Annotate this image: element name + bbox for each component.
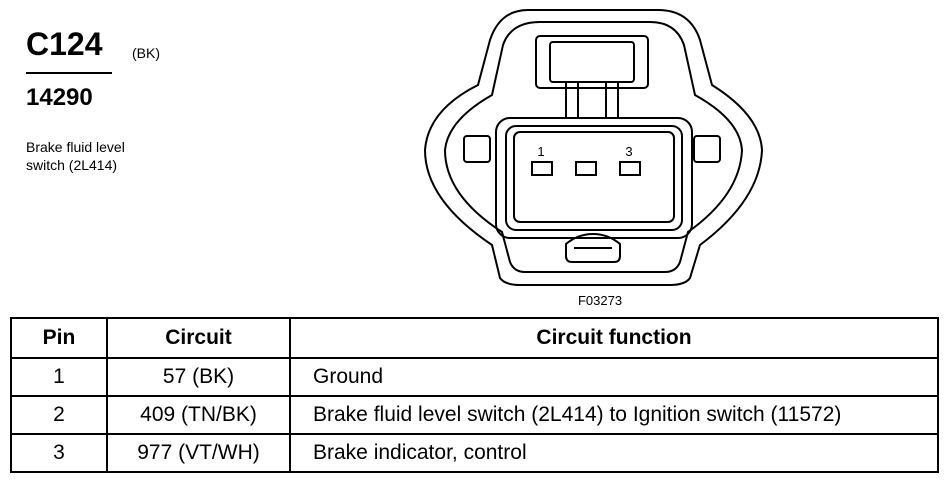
- pin-label-right: 3: [625, 144, 632, 159]
- mating-face-outer: [495, 117, 693, 239]
- table-row: 2 409 (TN/BK) Brake fluid level switch (…: [10, 395, 939, 435]
- header-circuit: Circuit: [106, 317, 291, 359]
- terminal-cavity-1: [531, 161, 553, 176]
- description-line-1: Brake fluid level: [26, 139, 125, 155]
- pin-label-left: 1: [537, 144, 544, 159]
- description-line-2: switch (2L414): [26, 157, 118, 173]
- locking-latch-tab: [549, 41, 635, 83]
- housing-outer: [423, 9, 764, 286]
- circuit-cell: 409 (TN/BK): [106, 395, 291, 435]
- connector-face-diagram: 1 3: [423, 9, 764, 286]
- table-row: 1 57 (BK) Ground: [10, 357, 939, 397]
- connector-color: (BK): [132, 45, 160, 61]
- housing-inner-shroud: [443, 21, 744, 273]
- side-rib-right: [693, 135, 721, 163]
- terminal-cavity-3: [619, 161, 641, 176]
- figure-id: F03273: [577, 293, 623, 308]
- connector-description: Brake fluid level switch (2L414): [26, 138, 206, 174]
- header-circuit-function: Circuit function: [289, 317, 939, 359]
- circuit-cell: 57 (BK): [106, 357, 291, 397]
- side-rib-left: [463, 135, 491, 163]
- circuit-function-cell: Brake indicator, control: [289, 433, 939, 473]
- header-rule: [26, 72, 112, 74]
- table-row: 3 977 (VT/WH) Brake indicator, control: [10, 433, 939, 473]
- locking-latch-frame: [535, 35, 649, 89]
- pin-table: Pin Circuit Circuit function 1 57 (BK) G…: [10, 317, 939, 473]
- circuit-function-cell: Ground: [289, 357, 939, 397]
- pin-cell: 3: [10, 433, 108, 473]
- table-header-row: Pin Circuit Circuit function: [10, 317, 939, 359]
- mating-face-inner: [513, 131, 675, 223]
- circuit-cell: 977 (VT/WH): [106, 433, 291, 473]
- pin-cell: 2: [10, 395, 108, 435]
- header-pin: Pin: [10, 317, 108, 359]
- pin-cell: 1: [10, 357, 108, 397]
- polarizing-key: [565, 232, 621, 263]
- terminal-cavity-2: [575, 161, 597, 176]
- circuit-function-cell: Brake fluid level switch (2L414) to Igni…: [289, 395, 939, 435]
- mating-face-middle: [505, 125, 683, 231]
- part-number: 14290: [26, 84, 93, 111]
- connector-id: C124: [26, 26, 103, 62]
